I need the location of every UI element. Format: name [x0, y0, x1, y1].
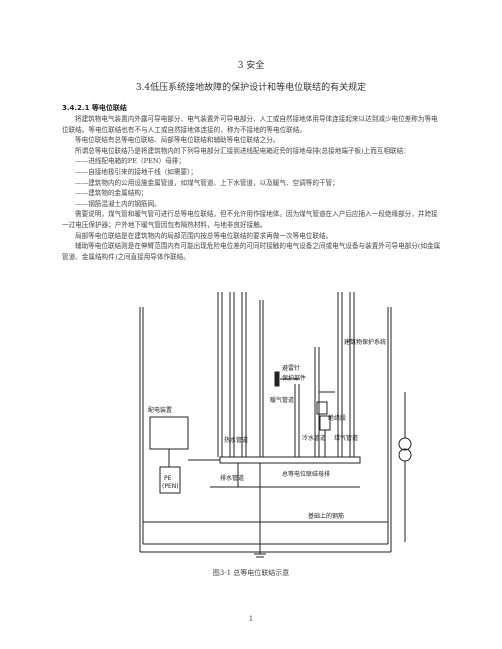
paragraph: 所谓总等电位联结乃是将建筑物内的下列导电部分汇接到进线配电箱近旁的接地母排(总接… — [75, 146, 410, 155]
foundation-rebar — [143, 487, 388, 558]
figure-caption: 图3-1 总等电位联结示意 — [212, 569, 290, 577]
label-pe: PE — [164, 475, 172, 482]
lightning-conductor — [259, 300, 300, 457]
equipotential-bonding-diagram: 避雷针 保护部件 建筑物保护系统 暖气管道 配电装置 PE (PEN) 热水管道… — [139, 292, 412, 558]
label-busbar: 总等电位联结母排 — [282, 470, 330, 478]
list-item: ——建筑物内的公用设施金属管道，如煤气管道、上下水管道，以及暖气、空调等的干管； — [75, 178, 339, 187]
body-text: 将建筑物电气装置内外露可导电部分、电气装置外可导电部分、人工或自然接地体用导体连… — [62, 114, 442, 262]
list-item: ——建筑物的金属结构； — [75, 189, 148, 198]
label-sewer: 排水管道 — [220, 474, 244, 482]
section-title: 3.4低压系统接地故障的保护设计和等电位联结的有关规定 — [135, 83, 367, 93]
building-outline — [139, 307, 392, 553]
paragraph: 局部等电位联结是在建筑物内的局部范围内按总等电位联结的要求再做一次等电位联结。 — [75, 231, 333, 240]
label-gas: 煤气管道 — [334, 434, 358, 442]
label-distribution: 配电装置 — [148, 406, 172, 414]
label-hot-water: 热水管道 — [224, 436, 248, 444]
paragraph: 等电位联结有总等电位联结、局部等电位联结和辅助等电位联结之分。 — [75, 136, 280, 145]
busbar — [188, 456, 361, 488]
label-cold-water: 冷水管道 — [302, 434, 326, 442]
subsection-heading: 3.4.2.1 等电位联结 — [62, 104, 127, 112]
label-building-protection: 建筑物保护系统 — [344, 338, 386, 346]
label-lightning: 避雷针 — [282, 364, 300, 372]
list-item: ——自接地极引来的接地干线（如需要）； — [75, 167, 197, 176]
label-pen: (PEN) — [162, 483, 179, 490]
label-heating: 暖气管道 — [270, 396, 294, 404]
paragraph: 将建筑物电气装置内外露可导电部分、电气装置外可导电部分、人工或自然接地体用导体连… — [62, 115, 438, 134]
paragraph: 辅助等电位联结则是在伸臂范围内有可能出现危险电位差的可同时接触的电气设备之间或电… — [62, 242, 441, 261]
transformer-symbol — [398, 392, 412, 542]
pipe-lines — [217, 292, 355, 457]
distribution-box — [149, 416, 189, 494]
label-lightning-parts: 保护部件 — [282, 374, 306, 382]
label-insulation: 绝缘段 — [328, 414, 346, 422]
list-item: ——进线配电箱的PE（PEN）母排； — [75, 157, 185, 166]
label-foundation: 基础上的钢筋 — [308, 512, 344, 520]
paragraph: 需要说明，煤气管和暖气管可进行总等电位联结，但不允许用作接地体。因为煤气管道在入… — [62, 210, 438, 229]
page-number: 1 — [248, 615, 254, 623]
gas-pipe — [316, 401, 331, 457]
chapter-title: 3 安全 — [237, 61, 265, 71]
list-item: ——钢筋混凝土内的钢筋网。 — [75, 199, 161, 208]
